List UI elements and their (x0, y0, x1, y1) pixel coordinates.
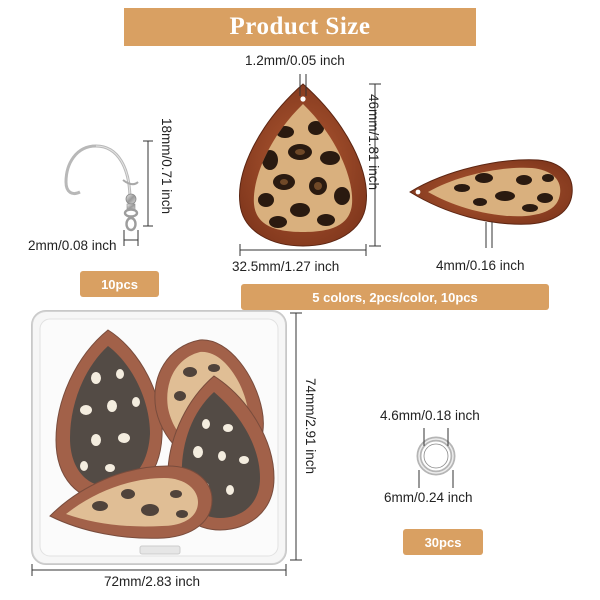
hook-wire-label: 2mm/0.08 inch (28, 238, 117, 253)
box-width-label: 72mm/2.83 inch (104, 574, 201, 589)
ring-outer-label: 6mm/0.24 inch (384, 490, 473, 505)
teardrop-pendant-side (409, 159, 573, 225)
ring-quantity-badge: 30pcs (403, 529, 483, 555)
ring-inner-label: 4.6mm/0.18 inch (380, 408, 480, 423)
teardrop-thickness-label: 4mm/0.16 inch (436, 258, 525, 273)
jump-ring (416, 436, 456, 476)
earring-hook (64, 144, 139, 232)
clear-storage-box (31, 310, 287, 565)
teardrop-hole-label: 1.2mm/0.05 inch (245, 53, 345, 68)
teardrop-width-label: 32.5mm/1.27 inch (232, 259, 340, 274)
product-size-banner: Product Size (124, 8, 476, 46)
hook-quantity-badge: 10pcs (80, 271, 159, 297)
box-height-label: 74mm/2.91 inch (303, 378, 318, 475)
teardrop-quantity-badge: 5 colors, 2pcs/color, 10pcs (241, 284, 549, 310)
teardrop-height-label: 46mm/1.81 inch (366, 94, 381, 191)
hook-height-label: 18mm/0.71 inch (159, 118, 174, 215)
teardrop-pendant-front (239, 83, 367, 247)
